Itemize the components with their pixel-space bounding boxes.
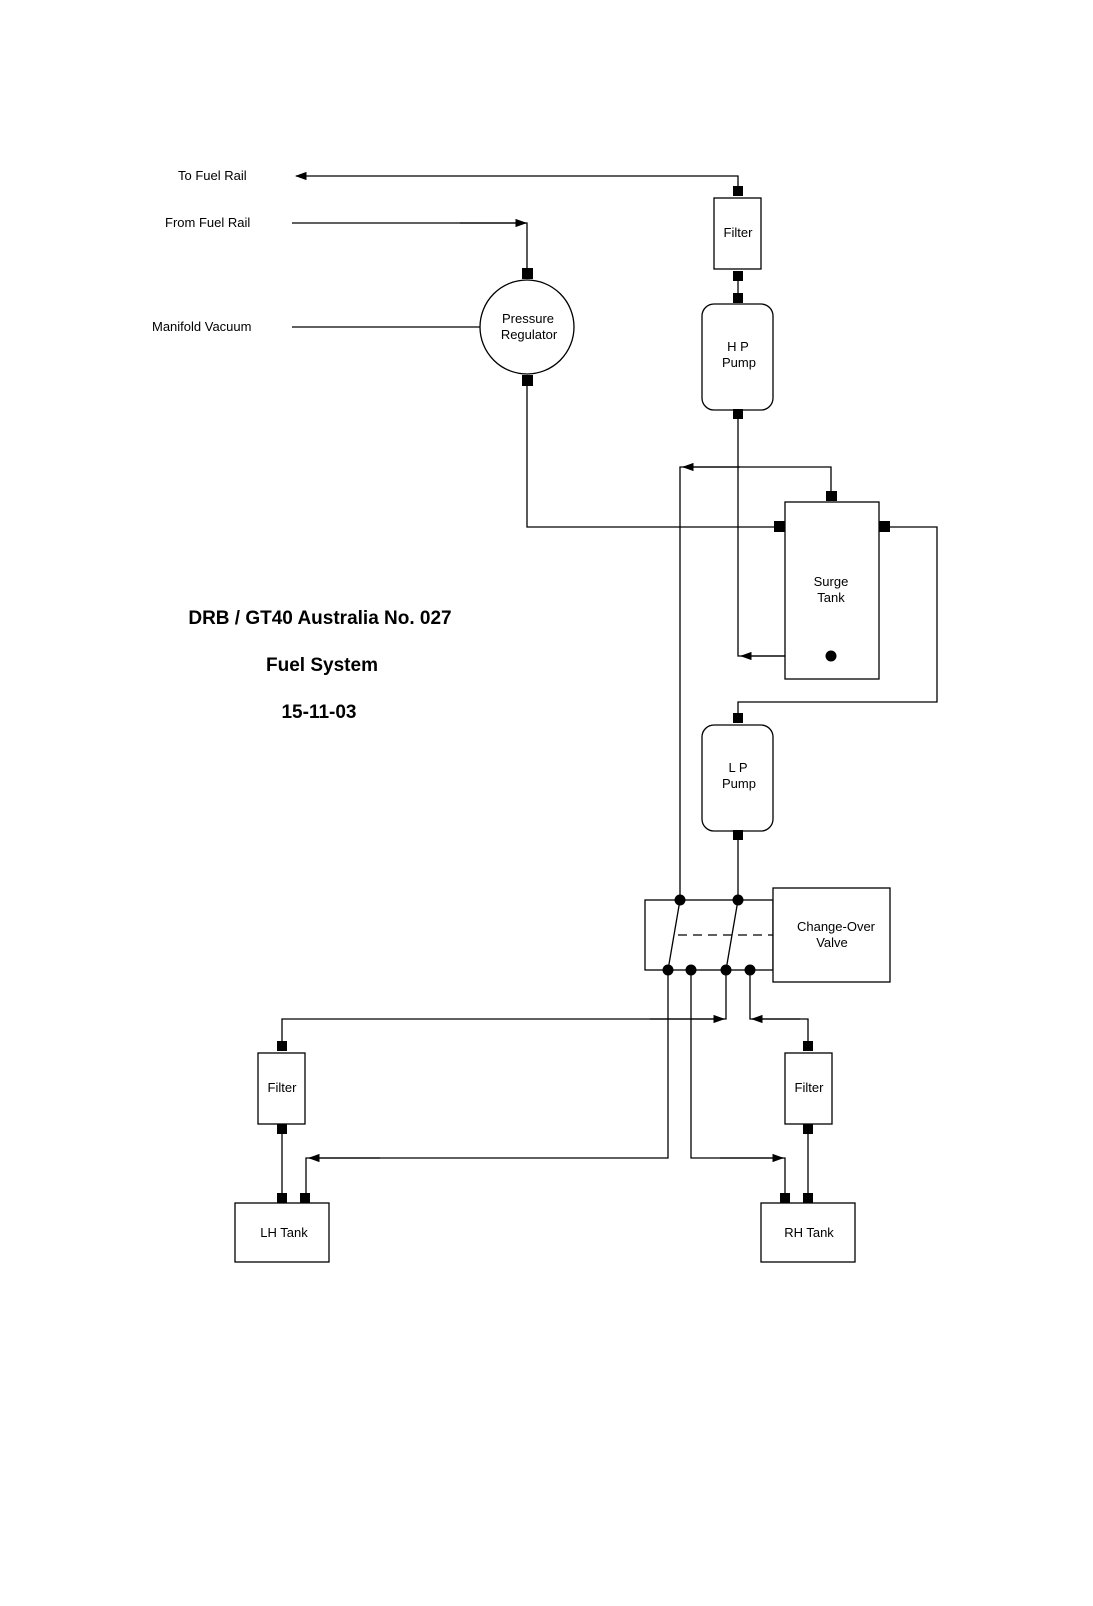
pipe-left-filter-supply — [281, 970, 727, 1044]
surge-tank-label-1: Surge — [814, 574, 849, 589]
lp-pump-label-1: L P — [728, 760, 747, 775]
junction-dots — [662, 650, 837, 976]
pressure-regulator-circle — [479, 279, 575, 375]
pipe-regulator-return — [526, 380, 780, 528]
change-over-valve-actuator — [772, 887, 891, 983]
filter-top-box — [713, 197, 762, 270]
valve-link-left — [667, 899, 681, 971]
filter-left-box — [257, 1052, 306, 1125]
label-to-fuel-rail: To Fuel Rail — [178, 168, 247, 183]
pressure-regulator-label-1: Pressure — [502, 311, 554, 326]
lh-tank-label: LH Tank — [260, 1225, 308, 1240]
title-line-1: DRB / GT40 Australia No. 027 — [188, 608, 451, 629]
pipe-from-fuel-rail — [292, 222, 528, 272]
change-over-valve-label-1: Change-Over — [797, 919, 876, 934]
pressure-regulator-label-2: Regulator — [501, 327, 558, 342]
port-squares — [277, 186, 890, 1203]
filter-right-label: Filter — [795, 1080, 825, 1095]
pipe-surge-top-return — [679, 466, 832, 900]
filter-right-box — [784, 1052, 833, 1125]
pipe-rh-tank-return — [690, 970, 786, 1198]
label-manifold-vacuum: Manifold Vacuum — [152, 319, 251, 334]
pipe-to-fuel-rail — [294, 171, 739, 188]
rh-tank-label: RH Tank — [784, 1225, 834, 1240]
pipe-lh-tank-return — [305, 970, 669, 1198]
lp-pump-label-2: Pump — [722, 776, 756, 791]
change-over-valve-label-2: Valve — [816, 935, 848, 950]
lh-tank-box — [234, 1202, 330, 1263]
filter-left-label: Filter — [268, 1080, 298, 1095]
pipe-surge-lp-pump — [737, 526, 938, 716]
label-from-fuel-rail: From Fuel Rail — [165, 215, 250, 230]
hp-pump-label-2: Pump — [722, 355, 756, 370]
title-line-2: Fuel System — [266, 655, 378, 676]
surge-tank-box — [784, 501, 880, 680]
filter-top-label: Filter — [724, 225, 754, 240]
hp-pump-label-1: H P — [727, 339, 749, 354]
title-line-3: 15-11-03 — [281, 702, 356, 723]
surge-tank-label-2: Tank — [817, 590, 845, 605]
